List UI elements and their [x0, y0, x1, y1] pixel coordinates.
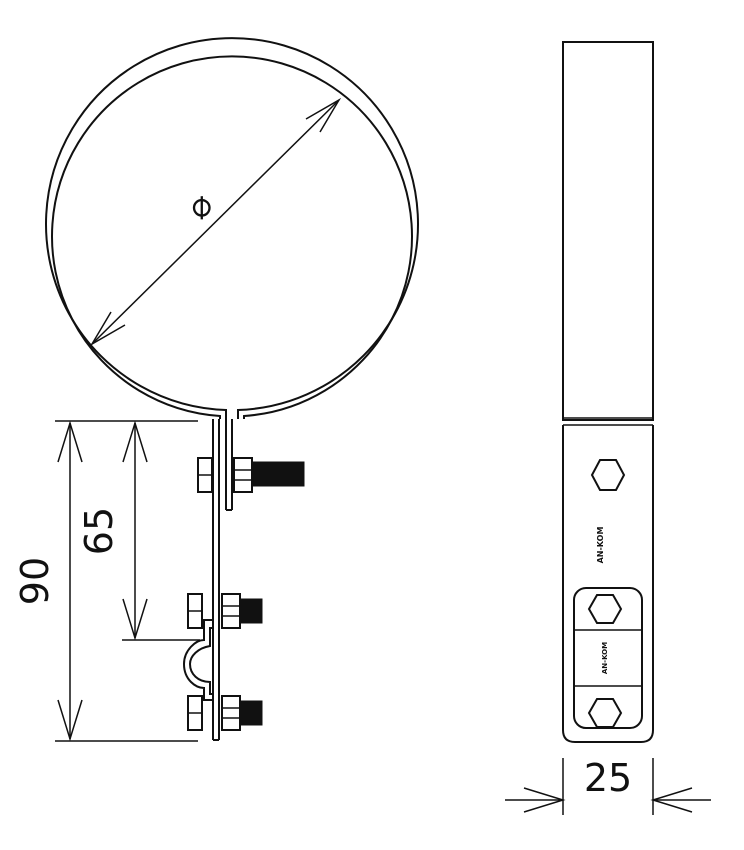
- side-stamp-lower: AN-KOM: [601, 642, 609, 674]
- u-bend-strap: [182, 619, 213, 701]
- top-bolt-assembly: [197, 457, 305, 493]
- pipe-band-ring-inner: [51, 55, 413, 419]
- diameter-dimension: ⌀: [89, 97, 342, 347]
- side-hex-bolt-bottom: [587, 698, 623, 728]
- side-hex-bolt-top: [590, 459, 626, 491]
- bottom-bolt-assembly: [187, 695, 263, 731]
- side-hex-bolt-middle: [587, 594, 623, 624]
- dimension-90: 90: [13, 420, 83, 742]
- dimension-65-label: 65: [77, 507, 121, 555]
- side-clamp-plate: AN-KOM: [573, 587, 643, 729]
- u-bend-strap-inner: [188, 627, 213, 695]
- dimension-25: 25: [505, 756, 711, 815]
- dimension-25-label: 25: [584, 756, 632, 800]
- dimension-90-label: 90: [13, 557, 57, 605]
- side-stamp-upper: AN-KOM: [596, 527, 605, 564]
- side-upper-band: [562, 41, 654, 421]
- diameter-symbol: ⌀: [179, 185, 222, 228]
- side-lower-body: [562, 425, 654, 743]
- middle-bolt-assembly: [187, 593, 263, 629]
- side-view: AN-KOM AN-KOM 25: [505, 41, 711, 815]
- vertical-strap: [212, 419, 233, 741]
- front-view: ⌀: [13, 37, 419, 742]
- dimension-65: 65: [77, 420, 148, 641]
